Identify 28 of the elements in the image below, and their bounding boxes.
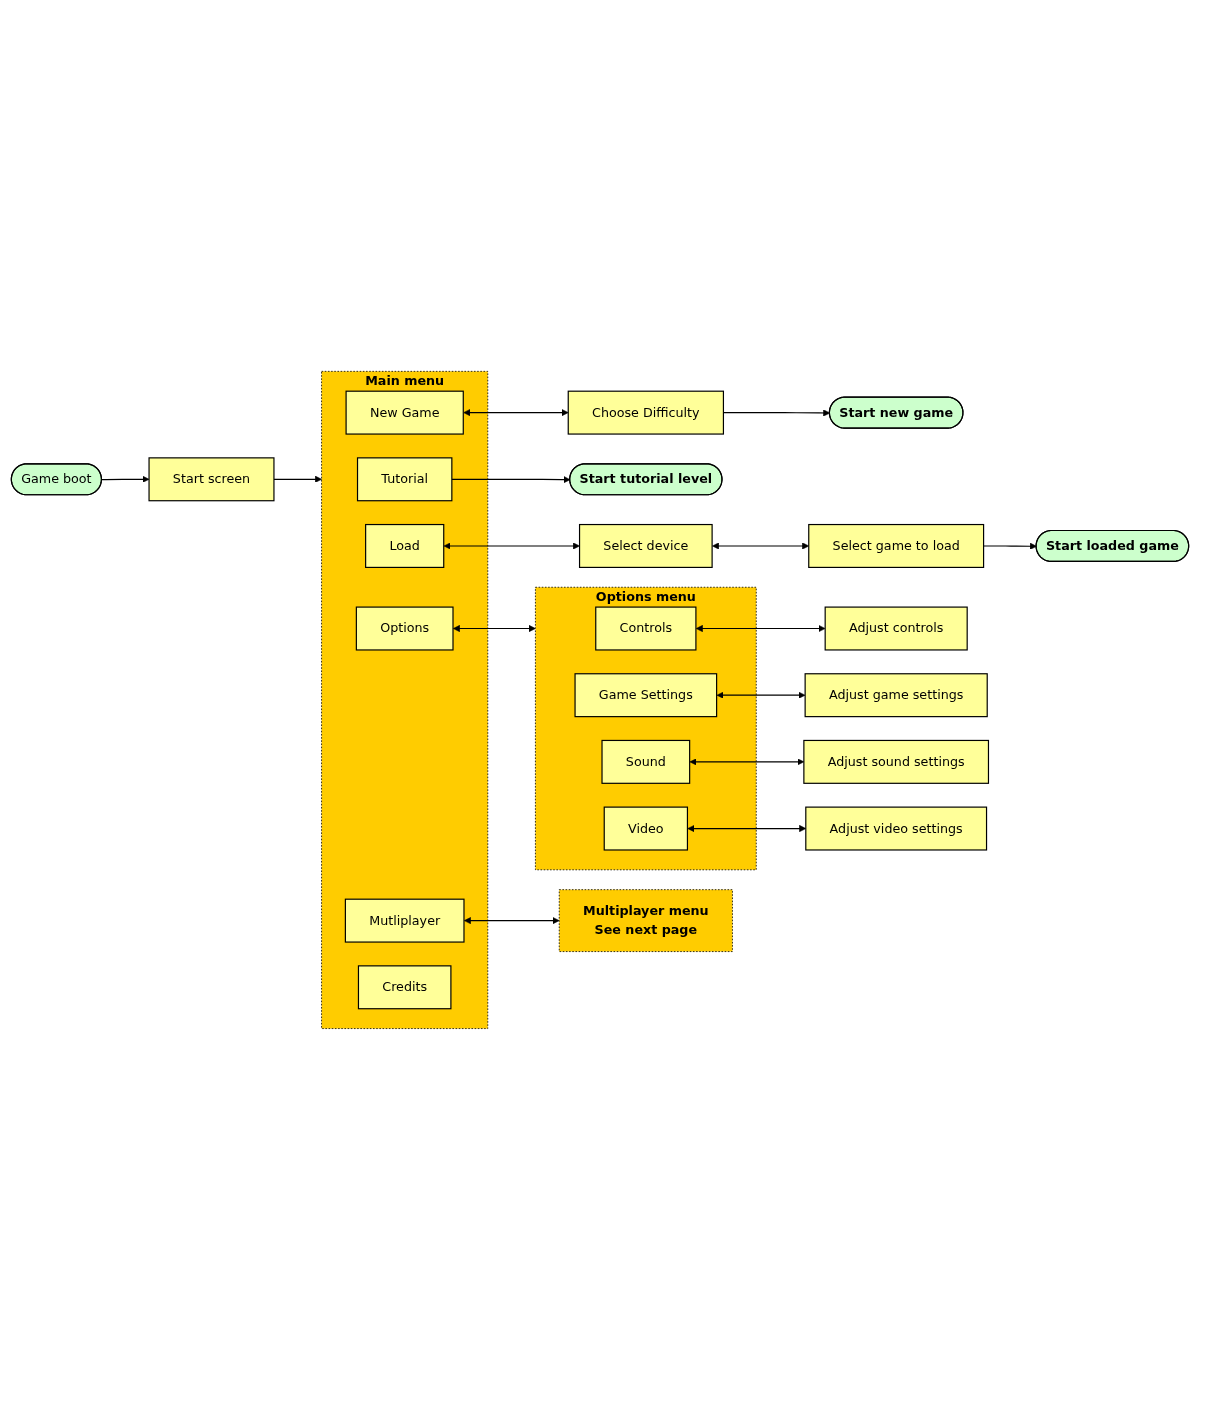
node-box: Select device [578, 523, 713, 569]
node-box: Credits [357, 965, 452, 1010]
arrow [101, 475, 150, 483]
node-box: Game Settings [574, 673, 718, 718]
node-box: Multiplayer menu See next page [558, 889, 733, 952]
arrow [695, 625, 826, 633]
node-box: Mutliplayer [344, 898, 465, 943]
node-box: Options [355, 606, 454, 651]
arrow [983, 542, 1037, 550]
node-box: Load [365, 523, 445, 569]
arrow [463, 409, 569, 417]
node-box: Controls [595, 606, 697, 651]
arrow [453, 625, 536, 633]
node-box: New Game [345, 390, 464, 435]
node-box: Adjust game settings [804, 673, 988, 718]
node-box: Adjust sound settings [803, 739, 990, 784]
node-box: Select game to load [808, 523, 985, 569]
node-box: Adjust video settings [805, 806, 988, 851]
node-box: Start screen [148, 457, 275, 502]
arrow [716, 691, 806, 699]
arrow [464, 917, 560, 925]
node-box: Sound [601, 739, 691, 784]
node-box: Choose Difficulty [567, 390, 725, 435]
arrow [273, 475, 322, 483]
node-box: Tutorial [356, 457, 453, 502]
node-box: Adjust controls [824, 606, 968, 651]
node-box: Video [603, 806, 689, 851]
arrow [443, 542, 580, 550]
